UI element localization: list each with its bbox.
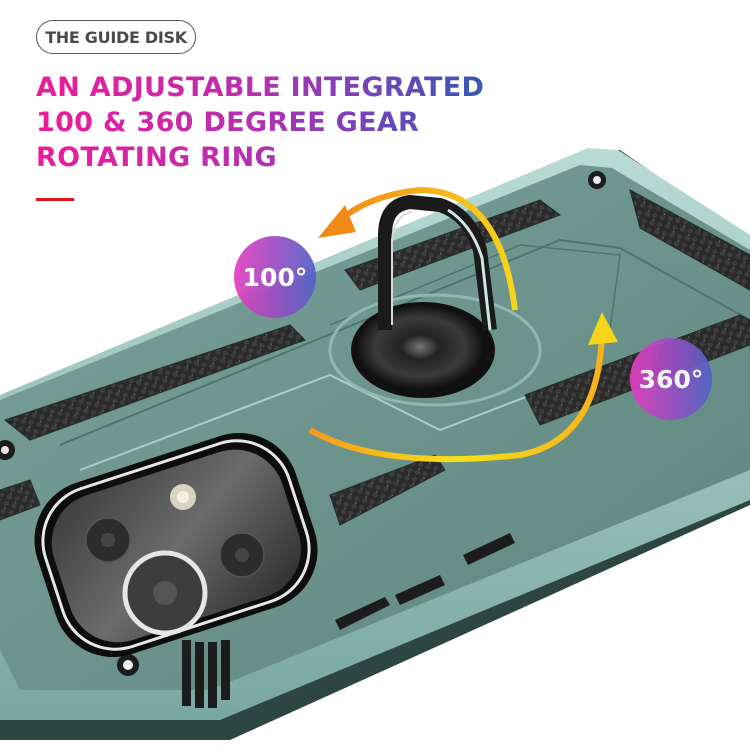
- rotation-100-badge: 100°: [234, 236, 316, 318]
- guide-disk-label: THE GUIDE DISK: [36, 20, 196, 54]
- rotation-360-badge: 360°: [630, 338, 712, 420]
- ring-holder: [328, 195, 542, 407]
- headline-line-1: AN ADJUSTABLE INTEGRATED: [36, 72, 485, 103]
- accent-divider: [36, 198, 74, 201]
- rotation-arrows: [308, 186, 618, 463]
- page-headline: AN ADJUSTABLE INTEGRATED 100 & 360 DEGRE…: [36, 70, 506, 175]
- camera-module: [34, 432, 318, 658]
- corner-screws: [0, 171, 606, 676]
- headline-line-3: ROTATING RING: [36, 142, 277, 173]
- rotate-360-arrow-icon: [308, 329, 605, 463]
- bottom-grille: [182, 640, 230, 708]
- rotate-100-arrow-icon: [338, 186, 518, 311]
- side-buttons: [335, 533, 515, 630]
- headline-line-2: 100 & 360 DEGREE GEAR: [36, 107, 420, 138]
